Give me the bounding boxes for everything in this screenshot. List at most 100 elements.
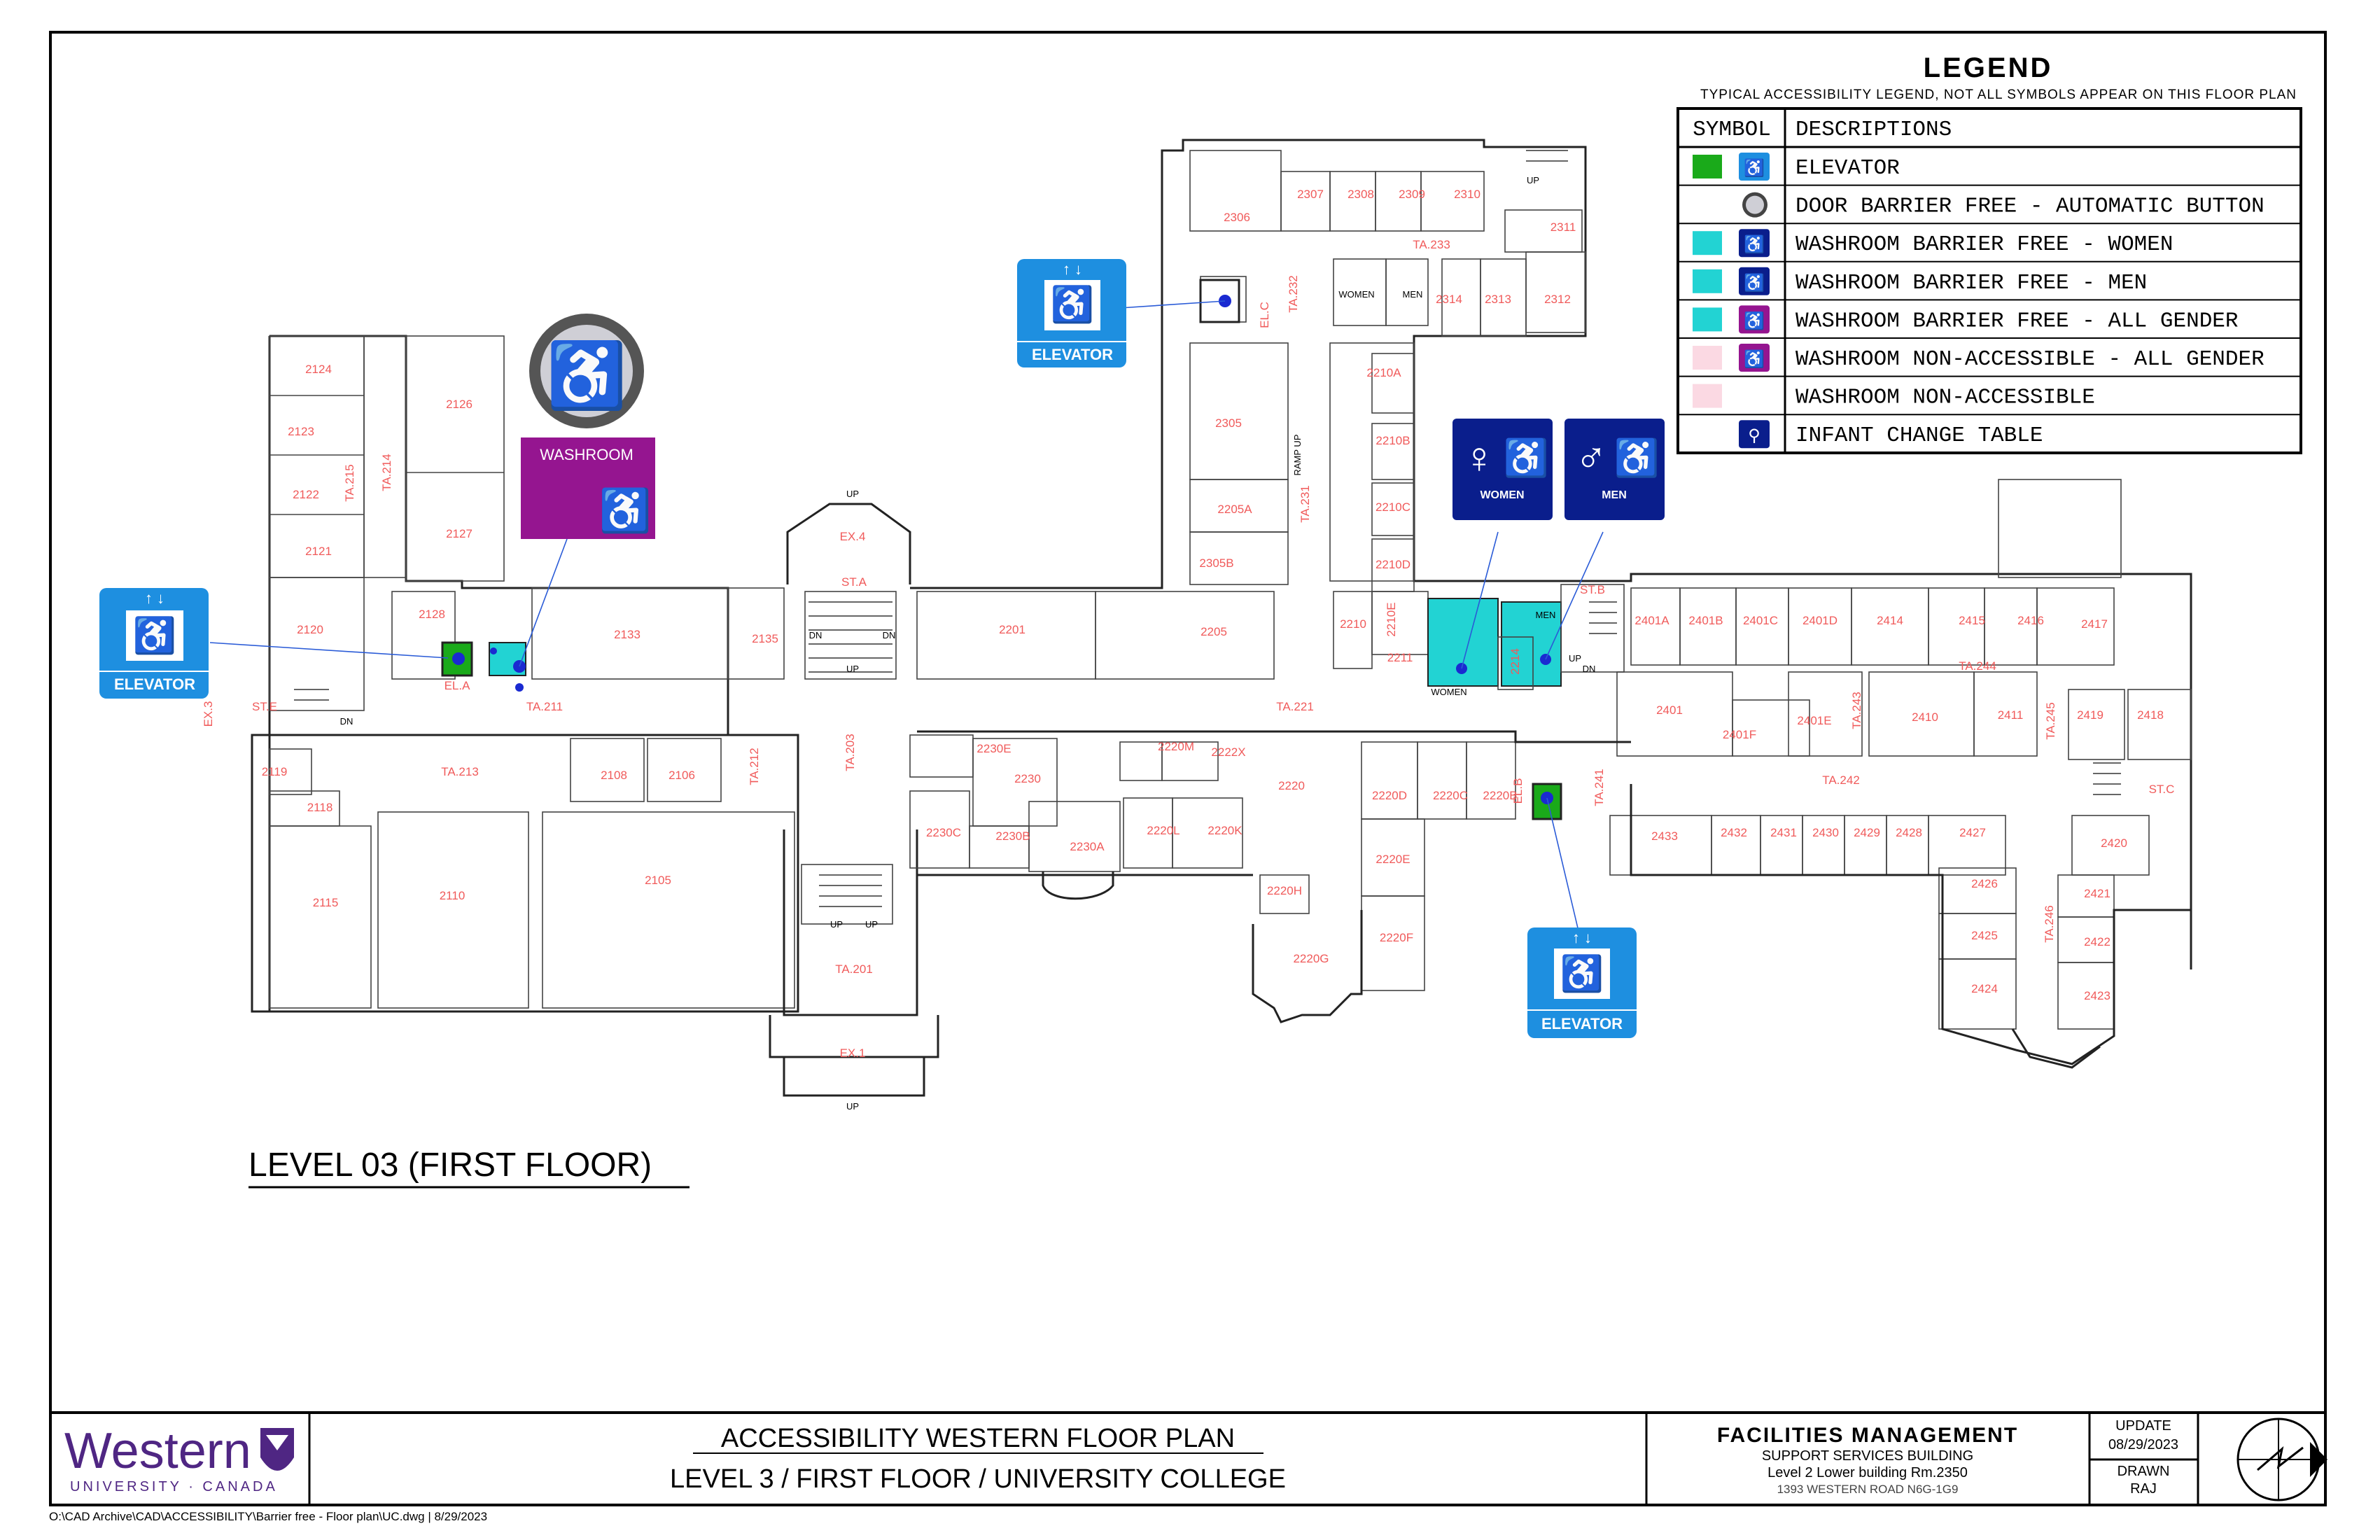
- update-date: 08/29/2023: [2108, 1437, 2178, 1452]
- title-line-1: ACCESSIBILITY WESTERN FLOOR PLAN: [721, 1424, 1235, 1453]
- title-block: Western UNIVERSITY · CANADA ACCESSIBILIT…: [49, 1411, 2328, 1523]
- men-washroom-icon: ♿: [1739, 267, 1770, 295]
- room-2119: 2119: [262, 765, 288, 778]
- women-sign-label: WOMEN: [1480, 489, 1524, 501]
- corridor-ta203: TA.203: [844, 734, 857, 771]
- north-arrow-icon: [2236, 1418, 2328, 1502]
- room-2106: 2106: [668, 769, 695, 782]
- up-label-stair-s1: UP: [830, 919, 843, 930]
- room-2414: 2414: [1877, 614, 1903, 627]
- room-2410: 2410: [1912, 710, 1938, 724]
- elevator-icon: ♿: [1739, 153, 1770, 181]
- room-2430: 2430: [1812, 826, 1839, 839]
- room-2220m: 2220M: [1158, 740, 1194, 753]
- room-2220b: 2220B: [1483, 789, 1517, 802]
- corridor-ta242: TA.242: [1822, 774, 1860, 787]
- women-label-2315: WOMEN: [1338, 289, 1374, 300]
- room-2419: 2419: [2077, 708, 2104, 722]
- stair-direction-labels: UP UP DN DN UP UP UP UP UP DN DN WOMEN M…: [340, 175, 1596, 1112]
- room-2105: 2105: [645, 874, 671, 887]
- room-2421: 2421: [2084, 887, 2110, 900]
- corridor-ta212: TA.212: [748, 748, 761, 785]
- legend-row-description: INFANT CHANGE TABLE: [1795, 424, 2043, 448]
- room-2210c: 2210C: [1376, 500, 1410, 514]
- room-2433: 2433: [1651, 830, 1678, 843]
- legend-row: ♿WASHROOM BARRIER FREE - WOMEN: [1693, 229, 2174, 258]
- elevator-sign-north: ♿ ↑ ↓ ELEVATOR: [1017, 259, 1126, 368]
- room-2415: 2415: [1959, 614, 1985, 627]
- legend-row-description: WASHROOM BARRIER FREE - MEN: [1795, 271, 2147, 295]
- room-2432: 2432: [1721, 826, 1747, 839]
- dept-line-2: SUPPORT SERVICES BUILDING: [1762, 1448, 1973, 1464]
- infant-change-table-icon: ⚲: [1739, 420, 1770, 449]
- room-2220d: 2220D: [1372, 789, 1407, 802]
- legend-row: ♿ELEVATOR: [1693, 153, 1900, 181]
- corridor-ta211: TA.211: [526, 700, 563, 713]
- room-2230c: 2230C: [926, 826, 961, 839]
- drawn-by: RAJ: [2130, 1481, 2157, 1497]
- man-figure-icon: ♂: [1575, 434, 1608, 482]
- room-2108: 2108: [601, 769, 627, 782]
- wheelchair-icon: ♿: [1051, 284, 1094, 324]
- svg-text:♿: ♿: [1744, 273, 1765, 293]
- elevator-sign-east-label: ELEVATOR: [1541, 1015, 1623, 1032]
- room-2230e: 2230E: [976, 742, 1011, 755]
- up-label-stb: UP: [1569, 653, 1581, 664]
- legend-row-description: DOOR BARRIER FREE - AUTOMATIC BUTTON: [1795, 195, 2264, 219]
- elevator-sign-west: ♿ ↑ ↓ ELEVATOR: [99, 588, 209, 699]
- legend-swatch: [1693, 155, 1722, 178]
- elevator-ela-label: EL.A: [444, 679, 471, 692]
- svg-text:♿: ♿: [1744, 234, 1765, 254]
- legend-col-symbol: SYMBOL: [1693, 118, 1771, 142]
- drawing-frame: [49, 31, 2327, 1506]
- legend-title: LEGEND: [1924, 52, 2053, 83]
- room-2210d: 2210D: [1376, 558, 1410, 571]
- legend-row: ♿ WASHROOM BARRIER FREE - MEN: [1693, 267, 2147, 295]
- dept-line-4: 1393 WESTERN ROAD N6G-1G9: [1777, 1483, 1959, 1496]
- room-2313: 2313: [1485, 293, 1511, 306]
- room-2230: 2230: [1014, 772, 1041, 785]
- room-2122: 2122: [293, 488, 319, 501]
- room-2210a: 2210A: [1366, 366, 1401, 379]
- dept-line-3: Level 2 Lower building Rm.2350: [1768, 1465, 1968, 1480]
- rotated-labels: TA.215 TA.214 TA.203 TA.212 TA.231 TA.23…: [202, 275, 2057, 943]
- room-2308: 2308: [1348, 188, 1374, 201]
- corridor-ta213: TA.213: [441, 765, 479, 778]
- room-2312: 2312: [1544, 293, 1571, 306]
- corridor-ta245: TA.245: [2044, 702, 2057, 740]
- room-2423: 2423: [2084, 989, 2110, 1002]
- legend-row-description: WASHROOM NON-ACCESSIBLE - ALL GENDER: [1795, 347, 2264, 372]
- room-2427: 2427: [1959, 826, 1986, 839]
- room-2418: 2418: [2137, 708, 2164, 722]
- exit-ex4: EX.4: [840, 530, 866, 543]
- room-2426: 2426: [1971, 877, 1998, 890]
- up-label-stair-s2: UP: [865, 919, 878, 930]
- room-2133: 2133: [614, 628, 640, 641]
- men-label-2213: MEN: [1536, 610, 1556, 620]
- svg-text:♿: ♿: [1744, 311, 1765, 330]
- dn-label-ste: DN: [340, 716, 354, 727]
- legend-col-descriptions: DESCRIPTIONS: [1795, 118, 1952, 142]
- room-2230a: 2230A: [1070, 840, 1105, 853]
- women-label-2212: WOMEN: [1431, 687, 1466, 697]
- all-gender-washroom-icon: ♿: [1739, 305, 1770, 334]
- women-washroom-sign: ♀ ♿ WOMEN: [1452, 419, 1553, 520]
- room-2220: 2220: [1278, 779, 1305, 792]
- corridor-ta201: TA.201: [835, 962, 873, 976]
- room-2220e: 2220E: [1376, 853, 1410, 866]
- room-2420: 2420: [2101, 836, 2127, 850]
- room-2118: 2118: [307, 801, 333, 814]
- room-2401e: 2401E: [1797, 714, 1831, 727]
- corridor-ta232: TA.232: [1287, 275, 1300, 313]
- legend-subtitle: TYPICAL ACCESSIBILITY LEGEND, NOT ALL SY…: [1700, 88, 2297, 102]
- corridor-ta233: TA.233: [1413, 238, 1450, 251]
- room-2121: 2121: [305, 545, 332, 558]
- room-2115: 2115: [313, 896, 339, 909]
- room-2424: 2424: [1971, 982, 1998, 995]
- legend-swatch: [1693, 346, 1722, 370]
- men-washroom: [1501, 601, 1562, 687]
- legend: LEGEND TYPICAL ACCESSIBILITY LEGEND, NOT…: [1676, 52, 2302, 454]
- elevator-elc-label: EL.C: [1258, 302, 1271, 328]
- legend-row-description: WASHROOM NON-ACCESSIBLE: [1795, 386, 2095, 410]
- wheelchair-icon: ♿: [599, 486, 652, 535]
